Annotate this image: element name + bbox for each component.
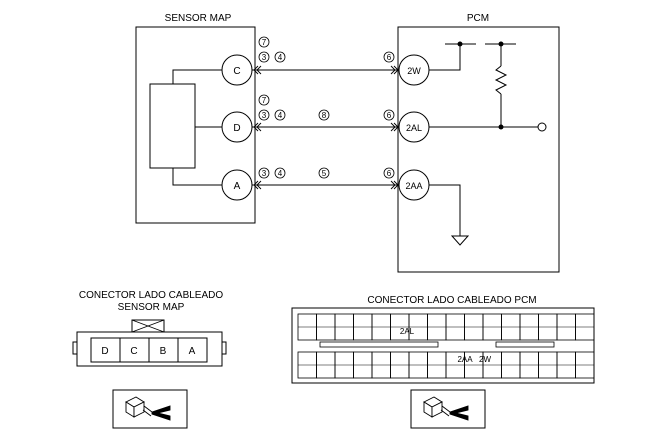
sensor-terminal-a-label: A: [234, 181, 241, 192]
wire-2-marker-7: 7: [262, 96, 267, 105]
pcm-connector-title: CONECTOR LADO CABLEADO PCM: [367, 295, 536, 306]
pcm-terminal-2w-label: 2W: [407, 66, 421, 76]
wire-2-markers: [258, 94, 395, 121]
pcm-title: PCM: [467, 13, 489, 24]
wire-3-marker-4: 4: [278, 169, 283, 178]
sensor-map-title: SENSOR MAP: [165, 13, 232, 24]
sensor-terminal-c-label: C: [233, 66, 240, 77]
wire-1-marker-3: 3: [262, 53, 267, 62]
wire-1-markers: [258, 36, 395, 63]
sensor-pin-c: C: [130, 346, 137, 357]
pcm-connector-cavities: [297, 313, 595, 379]
wire-3-marker-6: 6: [387, 169, 392, 178]
wire-3-marker-5: 5: [322, 169, 327, 178]
pcm-junction-1: [457, 41, 463, 47]
sensor-link-c: [172, 69, 222, 84]
sensor-pin-d: D: [101, 346, 108, 357]
pcm-terminal-2al-label: 2AL: [406, 123, 422, 133]
pcm-2aa-ground-line: [429, 184, 461, 236]
harness-view-icon: [423, 396, 469, 421]
wire-1-marker-7: 7: [262, 38, 267, 47]
pcm-connector-chevrons: [390, 65, 399, 190]
pcm-junction-3: [498, 124, 504, 130]
sensor-map-box: [135, 26, 256, 224]
pcm-pin-2aa: 2AA: [457, 355, 473, 364]
wire-2-marker-4: 4: [278, 111, 283, 120]
ground-symbol-icon: [450, 235, 470, 246]
sensor-pin-a: A: [189, 346, 196, 357]
sensor-terminal-d-label: D: [233, 123, 240, 134]
pcm-pin-2w: 2W: [479, 355, 491, 364]
wire-3-markers: [258, 167, 395, 179]
sensor-link-a: [172, 168, 222, 186]
sensor-connector-latch-icon: [131, 319, 165, 333]
sensor-connector-chevrons: [253, 65, 262, 190]
wire-2-marker-8: 8: [322, 111, 327, 120]
pcm-key-slot-right: [495, 341, 555, 348]
wire-2-marker-6: 6: [387, 111, 392, 120]
pcm-harness-view-box: [410, 389, 486, 429]
sensor-pin-b: B: [160, 346, 167, 357]
pcm-signal-output: [537, 122, 547, 132]
pcm-box: [397, 26, 560, 273]
wire-3-marker-3: 3: [262, 169, 267, 178]
sensor-harness-view-box: [112, 389, 188, 429]
sensor-element: [149, 83, 196, 169]
pcm-pin-2al: 2AL: [400, 327, 415, 336]
harness-view-icon: [125, 396, 171, 421]
wire-1-marker-4: 4: [278, 53, 283, 62]
wire-2-marker-3: 3: [262, 111, 267, 120]
pcm-2w-feed: [429, 44, 461, 71]
sensor-connector-pins: [90, 337, 208, 363]
wire-1-marker-6: 6: [387, 53, 392, 62]
pcm-terminal-2aa-label: 2AA: [405, 181, 422, 191]
pcm-key-slot-left: [319, 341, 439, 348]
pcm-pullup-resistor: [494, 65, 508, 95]
sensor-connector-title-1: CONECTOR LADO CABLEADO: [79, 290, 224, 301]
sensor-connector-title-2: SENSOR MAP: [118, 302, 185, 313]
